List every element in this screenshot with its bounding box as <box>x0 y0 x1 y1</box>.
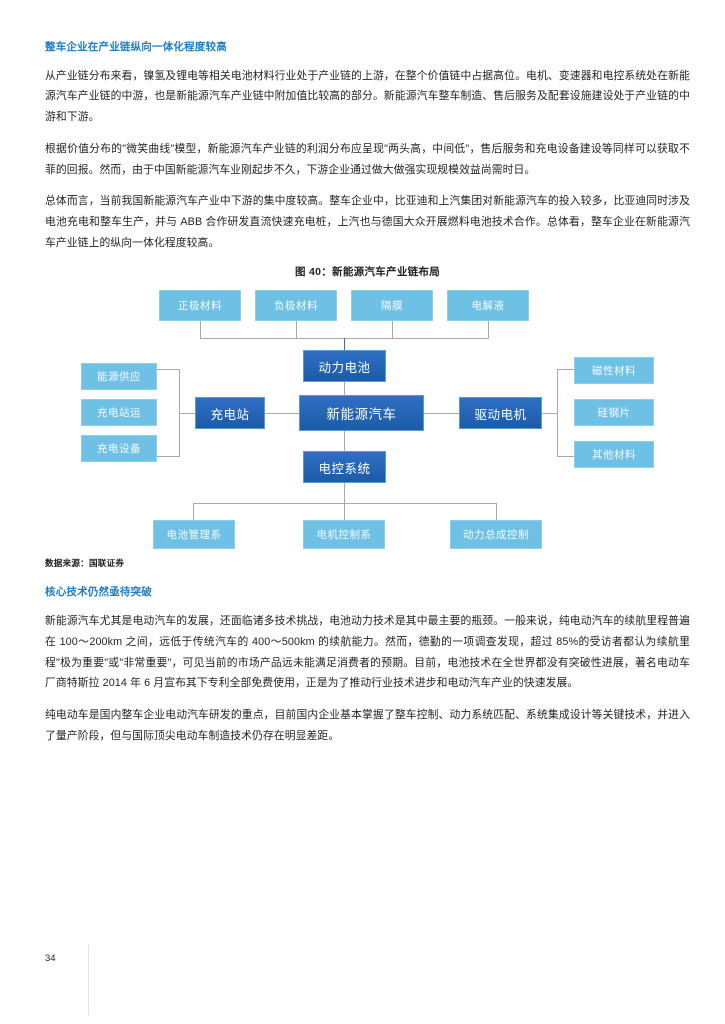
page-content: 整车企业在产业链纵向一体化程度较高 从产业链分布来看，镍氢及锂电等相关电池材料行… <box>45 40 690 757</box>
connector-bus-to-powertrain-control <box>496 503 497 521</box>
connector-bracket-to-charging-station <box>179 413 203 415</box>
node-magnetic-material: 磁性材料 <box>574 357 654 385</box>
node-electrolyte: 电解液 <box>447 290 529 322</box>
node-charging-station: 充电站 <box>195 397 265 430</box>
connector-separator-down <box>392 321 393 339</box>
node-energy-supply: 能源供应 <box>81 363 157 391</box>
paragraph-1-2: 根据价值分布的"微笑曲线"模型，新能源汽车产业链的利润分布应呈现"两头高，中间低… <box>45 142 690 176</box>
node-silicon-steel-sheet: 硅钢片 <box>574 399 654 427</box>
connector-anode-down <box>296 321 297 339</box>
node-drive-motor: 驱动电机 <box>459 397 542 430</box>
connector-cathode-down <box>200 321 201 339</box>
supply-chain-diagram: 正极材料 负极材料 隔膜 电解液 动力电池 能源供应 充电站运 充电设备 充电站 <box>45 285 690 553</box>
node-power-battery: 动力电池 <box>303 350 386 383</box>
connector-bracket-to-other-material <box>557 456 574 458</box>
connector-bus-to-motor-control <box>344 503 345 521</box>
page-number: 34 <box>45 953 56 964</box>
node-cathode-material: 正极材料 <box>159 290 241 322</box>
node-new-energy-vehicle: 新能源汽车 <box>299 395 424 432</box>
section-heading-2: 核心技术仍然亟待突破 <box>45 586 152 599</box>
node-motor-control-system: 电机控制系 <box>303 520 385 550</box>
section-heading-1: 整车企业在产业链纵向一体化程度较高 <box>45 41 227 53</box>
connector-bus-to-power-battery <box>344 338 345 351</box>
node-control-system: 电控系统 <box>303 451 386 484</box>
node-battery-management-system: 电池管理系 <box>153 520 235 550</box>
paragraph-2-1: 新能源汽车尤其是电动汽车的发展，还面临诸多技术挑战，电池动力技术是其中最主要的瓶… <box>45 615 690 690</box>
connector-center-to-drive-motor <box>424 413 466 415</box>
connector-bus-to-bms <box>193 503 194 521</box>
connector-control-system-down <box>344 483 345 504</box>
figure-title: 图 40：新能源汽车产业链布局 <box>294 266 441 279</box>
node-other-material: 其他材料 <box>574 441 654 469</box>
figure-source: 数据来源：国联证券 <box>45 558 125 569</box>
node-charging-equipment: 充电设备 <box>81 435 157 463</box>
connector-power-battery-to-center <box>344 382 345 407</box>
paragraph-2-2: 纯电动车是国内整车企业电动汽车研发的重点，目前国内企业基本掌握了整车控制、动力系… <box>45 709 690 742</box>
connector-electrolyte-down <box>488 321 489 339</box>
footer-divider <box>88 945 89 1015</box>
node-separator: 隔膜 <box>351 290 433 322</box>
connector-center-to-control-system <box>344 431 345 452</box>
node-anode-material: 负极材料 <box>255 290 337 322</box>
connector-energy-supply-right <box>157 369 179 371</box>
connector-bracket-to-magnetic-material <box>557 369 574 371</box>
paragraph-1-3: 总体而言，当前我国新能源汽车产业中下游的集中度较高。整车企业中，比亚迪和上汽集团… <box>45 195 690 249</box>
paragraph-1-1: 从产业链分布来看，镍氢及锂电等相关电池材料行业处于产业链的上游，在整个价值链中占… <box>45 69 690 124</box>
node-charging-station-operation: 充电站运 <box>81 399 157 427</box>
connector-drive-motor-right <box>542 413 557 415</box>
connector-charging-equipment-right <box>157 456 179 458</box>
connector-charging-station-to-center <box>265 413 305 415</box>
connector-right-bracket <box>557 369 558 458</box>
node-powertrain-control: 动力总成控制 <box>450 520 542 550</box>
